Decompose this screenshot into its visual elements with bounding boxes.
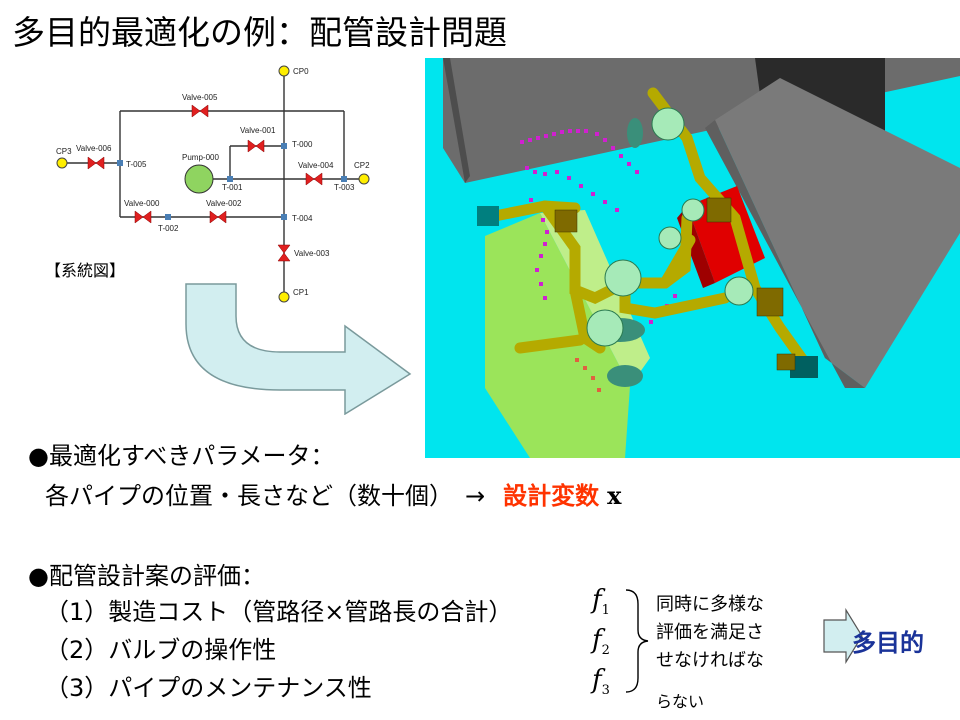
valve005-label: Valve-005 [182, 93, 218, 102]
valve003-label: Valve-003 [294, 249, 330, 258]
multi-objective-label: 多目的 [852, 629, 924, 657]
route-dots-orange [575, 358, 601, 392]
valve-001-icon [247, 139, 265, 153]
valve-002-icon [209, 210, 227, 224]
valve001-label: Valve-001 [240, 126, 276, 135]
design-variable-label: 設計変数 [503, 482, 600, 510]
valve-003-icon [277, 244, 291, 262]
valve000-label: Valve-000 [124, 199, 160, 208]
t003-label: T-003 [334, 183, 355, 192]
cp3-label: CP3 [56, 147, 72, 156]
valve-006-icon [87, 156, 105, 170]
valve-004-icon [305, 172, 323, 186]
objective-f2: f2 [592, 625, 610, 659]
junction-cubes [554, 197, 796, 371]
valve-spheres [586, 107, 754, 347]
green-block [485, 213, 630, 458]
valve004-label: Valve-004 [298, 161, 334, 170]
pipe-end-right [790, 356, 818, 378]
t-002-node [165, 214, 171, 220]
flange [627, 118, 643, 148]
t-005-node [117, 160, 123, 166]
t001-label: T-001 [222, 183, 243, 192]
t000-label: T-000 [292, 140, 313, 149]
schematic-legend-label: 【系統図】 [45, 261, 126, 280]
t004-label: T-004 [292, 214, 313, 223]
note-line-1: 同時に多様な [656, 594, 764, 615]
valve-005-icon [191, 104, 209, 118]
valve006-label: Valve-006 [76, 144, 112, 153]
cp0-label: CP0 [293, 67, 309, 76]
pipe-end-left [477, 206, 499, 226]
t002-label: T-002 [158, 224, 179, 233]
evaluation-item-1: （1）製造コスト（管路径×管路長の合計） [45, 598, 513, 626]
t005-label: T-005 [126, 160, 147, 169]
evaluation-heading: ●配管設計案の評価： [28, 562, 265, 590]
cp1-endpoint [278, 291, 290, 303]
t-003-node [341, 176, 347, 182]
flange [607, 365, 643, 387]
note-line-3: せなければな [656, 650, 764, 671]
piping-3d-render [425, 58, 960, 458]
objective-f3: f3 [592, 665, 610, 699]
t-001-node [227, 176, 233, 182]
note-line-4: らない [656, 692, 705, 711]
curved-arrow-icon [185, 283, 412, 415]
design-variable-symbol: x [607, 481, 622, 510]
right-arrow-icon [823, 608, 863, 664]
t-000-node [281, 143, 287, 149]
piping-schematic-diagram: CP0 CP1 CP2 CP3 Pump-000 Valve-005 Valve… [56, 65, 370, 303]
cp2-endpoint [358, 173, 370, 185]
evaluation-item-2: （2）バルブの操作性 [45, 636, 277, 664]
cp3-endpoint [56, 157, 68, 169]
pump-icon [184, 164, 214, 194]
objective-f1: f1 [592, 585, 610, 619]
t-004-node [281, 214, 287, 220]
valve002-label: Valve-002 [206, 199, 242, 208]
pump000-label: Pump-000 [182, 153, 219, 162]
evaluation-item-3: （3）パイプのメンテナンス性 [45, 674, 372, 702]
parameters-heading: ●最適化すべきパラメータ： [28, 442, 335, 470]
cp1-label: CP1 [293, 288, 309, 297]
parameters-text: 各パイプの位置・長さなど（数十個） → [45, 482, 486, 510]
valve-000-icon [134, 210, 152, 224]
page-title: 多目的最適化の例：配管設計問題 [12, 13, 507, 52]
cp2-label: CP2 [354, 161, 370, 170]
wall-right [715, 78, 960, 388]
right-brace-icon [625, 589, 649, 693]
cp0-endpoint [278, 65, 290, 77]
note-line-2: 評価を満足さ [656, 622, 764, 643]
